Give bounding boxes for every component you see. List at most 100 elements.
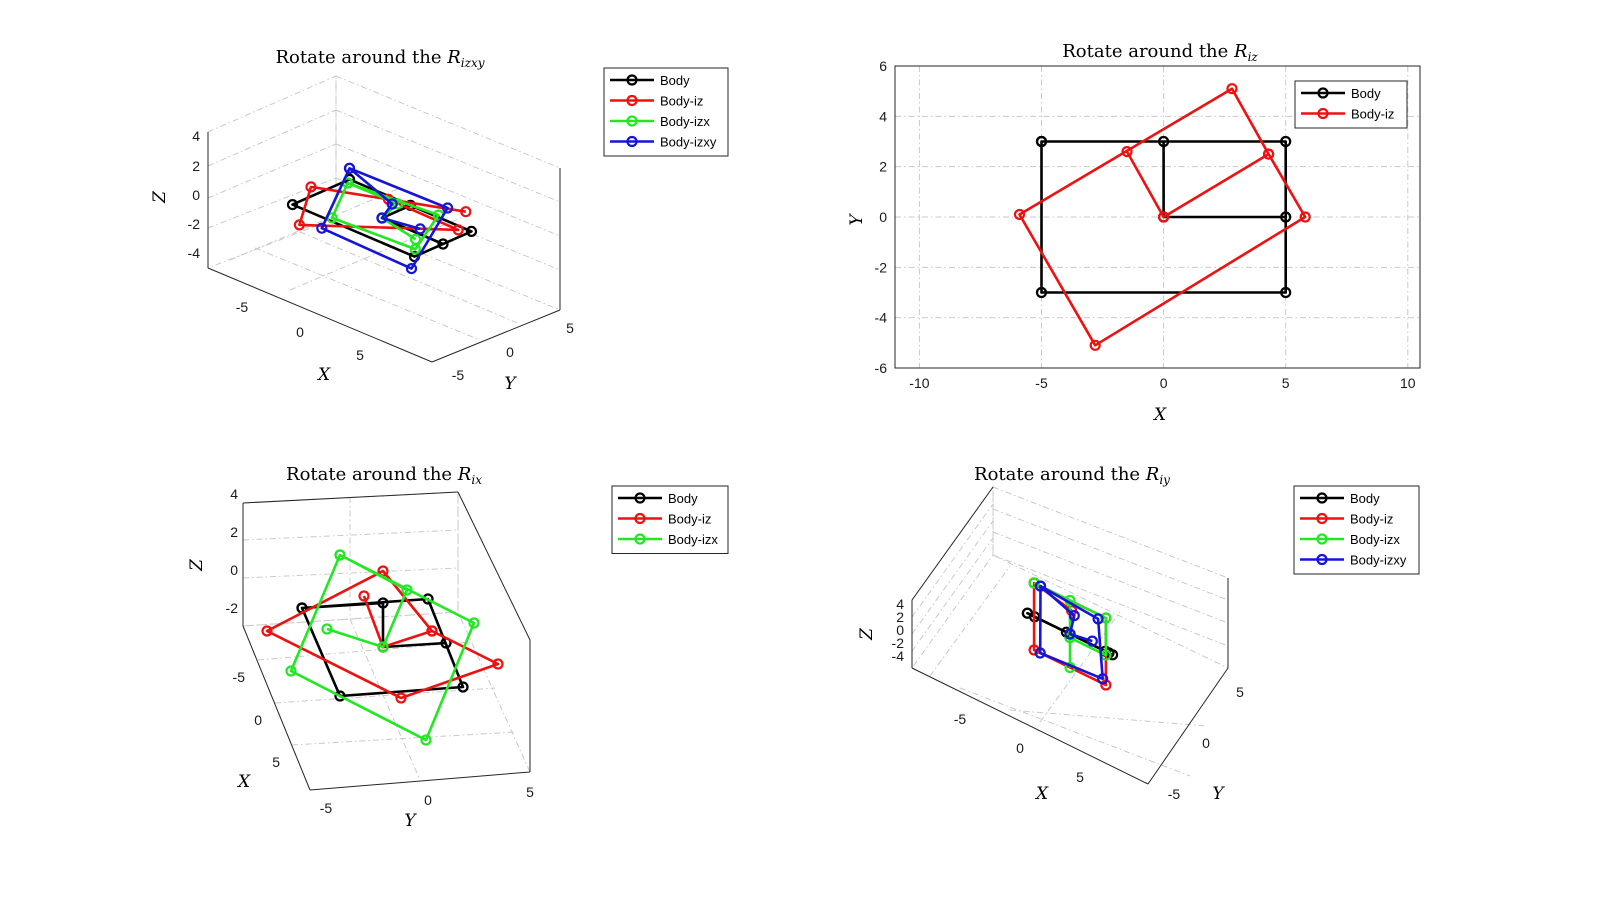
point-marker-body bbox=[1157, 135, 1170, 148]
x-tick: -5 bbox=[233, 669, 246, 685]
point-marker-body-izxy bbox=[414, 223, 426, 235]
point-marker-body-izxy bbox=[316, 222, 328, 234]
point-marker-body bbox=[437, 238, 449, 250]
y-tick: 5 bbox=[526, 784, 534, 800]
legend-marker-body-izx bbox=[626, 115, 638, 127]
x-axis-label: X bbox=[316, 365, 331, 385]
point-marker-body bbox=[286, 199, 299, 211]
x-tick: 0 bbox=[296, 324, 304, 340]
series-layer bbox=[286, 162, 478, 275]
y-axis-label: Y bbox=[504, 374, 517, 394]
point-marker-body-izxy bbox=[343, 162, 356, 174]
point-marker-body-iz bbox=[426, 625, 438, 637]
point-marker-body-izxy bbox=[376, 212, 388, 224]
legend-marker-body-izxy bbox=[626, 135, 638, 148]
x-tick-label: -5 bbox=[1035, 375, 1048, 391]
legend-marker-body bbox=[626, 74, 638, 86]
z-tick: -2 bbox=[188, 216, 201, 232]
series-line-body bbox=[1040, 140, 1287, 294]
point-marker-body-izx bbox=[420, 734, 432, 746]
point-marker-body-iz bbox=[460, 206, 472, 218]
y-tick: 0 bbox=[1202, 735, 1210, 751]
point-marker-body-izxy bbox=[386, 198, 398, 210]
z-tick: -4 bbox=[892, 648, 905, 664]
point-marker-body bbox=[465, 225, 478, 237]
point-marker-body bbox=[334, 690, 346, 702]
x-axis-label: X bbox=[1034, 784, 1049, 804]
legend-label: Body-izx bbox=[660, 114, 710, 129]
x-tick: 5 bbox=[272, 754, 280, 770]
z-tick: 0 bbox=[230, 562, 238, 578]
y-tick-label: 6 bbox=[879, 58, 887, 74]
legend-label: Body-iz bbox=[668, 512, 711, 527]
y-tick: -5 bbox=[320, 800, 333, 816]
legend-label: Body-izxy bbox=[1350, 553, 1407, 568]
point-marker-body-izx bbox=[401, 584, 413, 596]
point-marker-body-iz bbox=[1089, 339, 1101, 351]
point-marker-body-izxy bbox=[405, 263, 418, 275]
point-marker-body bbox=[457, 681, 469, 693]
z-tick: 4 bbox=[896, 596, 904, 612]
point-marker-body bbox=[377, 597, 389, 609]
panel-iy: Rotate around the Riy 4 2 0 -2 -4 -5 bbox=[857, 464, 1420, 804]
z-tick: -4 bbox=[188, 245, 201, 261]
legend-label: Body-izx bbox=[1350, 532, 1400, 547]
series-line-body-iz bbox=[265, 569, 500, 700]
point-marker-body-izx bbox=[1100, 612, 1112, 624]
legend-label: Body bbox=[1350, 491, 1380, 506]
legend-marker-body-iz bbox=[1316, 512, 1328, 525]
z-tick: 2 bbox=[896, 609, 904, 625]
series-line-body bbox=[300, 597, 465, 698]
chart-title: Rotate around the Riz bbox=[1062, 41, 1258, 64]
legend-marker-body bbox=[634, 492, 646, 504]
legend-label: Body-iz bbox=[660, 94, 703, 109]
z-tick: 2 bbox=[230, 524, 238, 540]
point-marker-body-izx bbox=[468, 617, 480, 629]
x-tick: 5 bbox=[1076, 769, 1084, 785]
legend-label: Body-izxy bbox=[660, 135, 717, 150]
point-marker-body-izxy bbox=[1092, 613, 1104, 625]
z-tick: 4 bbox=[230, 486, 238, 502]
z-tick: -2 bbox=[892, 635, 905, 651]
point-marker-body bbox=[1021, 607, 1034, 619]
x-tick-label: 10 bbox=[1400, 375, 1416, 391]
legend-box bbox=[1294, 80, 1408, 129]
point-marker-body-iz bbox=[492, 658, 504, 670]
point-marker-body-iz bbox=[452, 224, 464, 236]
z-tick: 4 bbox=[192, 128, 200, 144]
legend-label: Body-iz bbox=[1351, 107, 1394, 122]
legend-label: Body-izx bbox=[668, 532, 718, 547]
point-marker-body-izxy bbox=[442, 202, 454, 214]
axes-box: 4 2 0 -2 -4 -5 0 5 5 0 -5 X Y Z bbox=[150, 75, 574, 394]
y-axis-label: Y bbox=[1212, 784, 1225, 804]
plot-frame bbox=[894, 65, 1421, 369]
axes-box: 4 2 0 -2 -5 0 5 -5 0 5 X Y Z bbox=[187, 486, 534, 831]
z-tick: 0 bbox=[896, 622, 904, 638]
point-marker-body-izx bbox=[321, 623, 333, 635]
legend-marker-body-izx bbox=[634, 533, 646, 545]
point-marker-body-iz bbox=[395, 692, 407, 704]
point-marker-body-izxy bbox=[1064, 628, 1076, 640]
z-axis-label: Z bbox=[857, 627, 877, 641]
y-tick-label: 0 bbox=[879, 209, 887, 225]
point-marker-body bbox=[1280, 135, 1292, 148]
x-tick-label: 0 bbox=[1160, 375, 1168, 391]
point-marker-body-izxy bbox=[1086, 635, 1098, 647]
legend-marker-body-iz bbox=[1317, 107, 1329, 120]
y-tick-label: -2 bbox=[875, 259, 888, 275]
chart-title: Rotate around the Riy bbox=[974, 464, 1170, 487]
point-marker-body-iz bbox=[1226, 83, 1238, 95]
y-axis-label: Y bbox=[847, 213, 867, 226]
point-marker-body-izxy bbox=[1034, 647, 1046, 659]
point-marker-body-izx bbox=[410, 233, 422, 245]
point-marker-body bbox=[1035, 135, 1048, 148]
x-tick: -5 bbox=[954, 711, 967, 727]
legend-marker-body-iz bbox=[626, 94, 638, 107]
x-tick: -5 bbox=[236, 299, 249, 315]
y-tick: 5 bbox=[1236, 684, 1244, 700]
